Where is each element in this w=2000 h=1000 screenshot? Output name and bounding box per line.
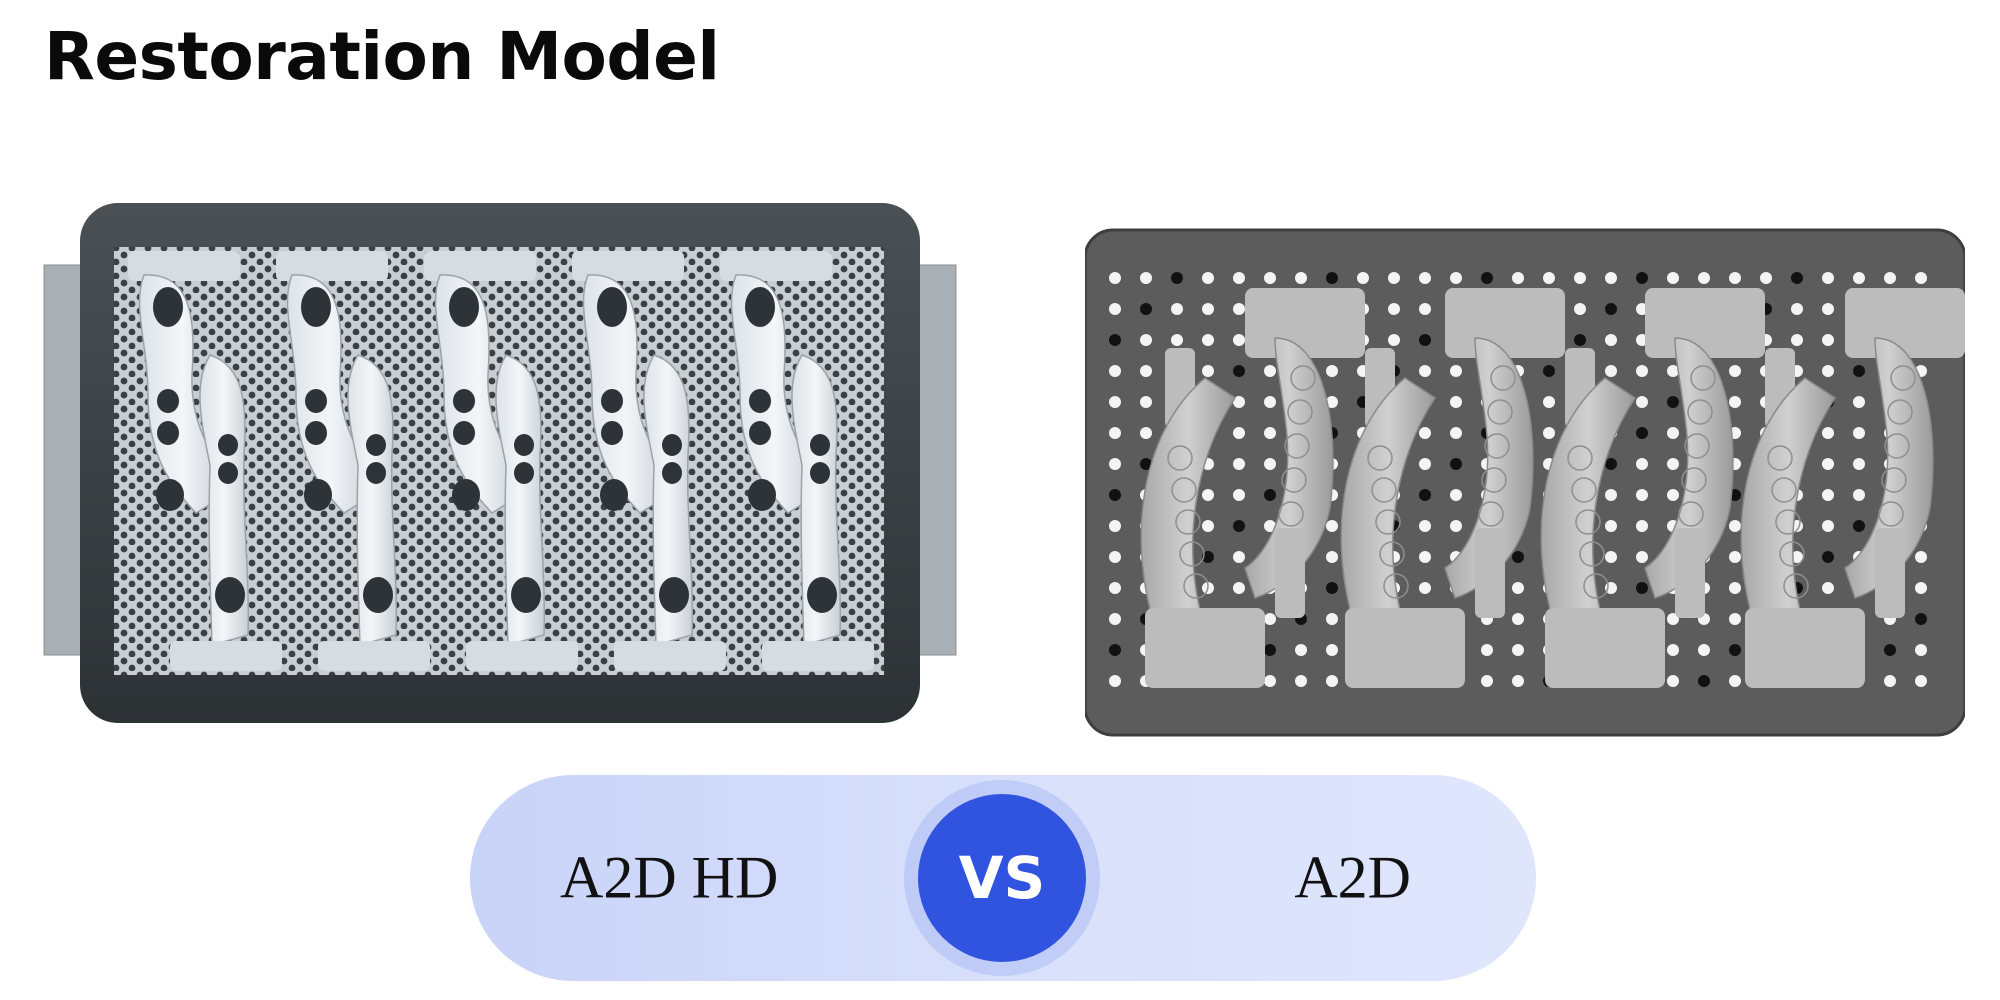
vs-badge-halo: VS bbox=[904, 780, 1100, 976]
vs-badge: VS bbox=[918, 794, 1086, 962]
a2d-hd-label: A2D HD bbox=[560, 844, 779, 911]
comparison-bar: A2D HD VS A2D bbox=[470, 775, 1536, 981]
a2d-label: A2D bbox=[1294, 844, 1411, 911]
page-title: Restoration Model bbox=[44, 18, 720, 95]
a2d-build-plate-image bbox=[1085, 228, 1965, 737]
a2d-hd-build-plate-image bbox=[43, 203, 957, 723]
